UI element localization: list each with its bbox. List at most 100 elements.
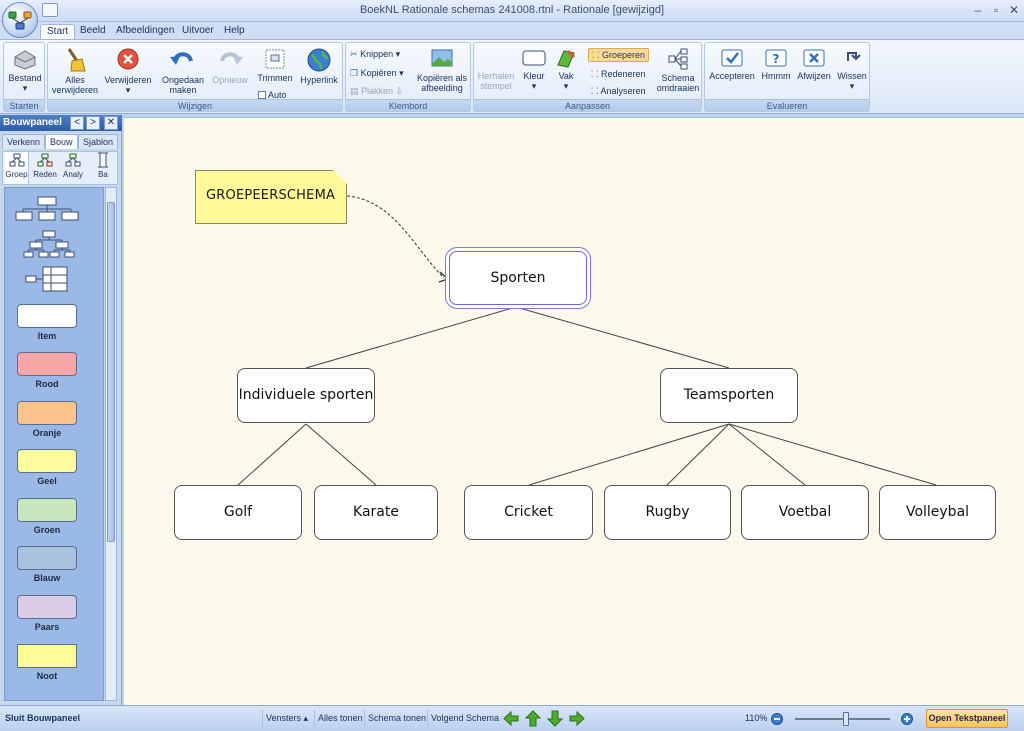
opnieuw-button[interactable]: Opnieuw bbox=[210, 47, 250, 85]
wissen-button[interactable]: Wissen▾ bbox=[835, 47, 869, 91]
bouw-items-list: Item Rood Oranje Geel Groen Blauw Paars … bbox=[4, 187, 104, 701]
swatch-groen[interactable] bbox=[17, 498, 77, 522]
zoom-level: 110% bbox=[745, 713, 768, 723]
redeneren-button[interactable]: ⸬ Redeneren bbox=[591, 69, 646, 79]
swatch-label-groen: Groen bbox=[33, 525, 61, 535]
plakken-button[interactable]: ▤ Plakken ⇩ bbox=[350, 86, 404, 96]
tab-sjablonen[interactable]: Sjablon bbox=[78, 134, 119, 149]
tab-beeld[interactable]: Beeld bbox=[80, 25, 106, 36]
vensters-button[interactable]: Vensters ▴ bbox=[262, 710, 311, 727]
checkbox-icon bbox=[258, 91, 266, 99]
panel-close-button[interactable]: ✕ bbox=[104, 116, 118, 130]
swatch-paars[interactable] bbox=[17, 595, 77, 619]
arrow-left-icon[interactable] bbox=[502, 710, 520, 727]
template-group-wide-icon[interactable] bbox=[15, 196, 79, 222]
restore-button[interactable]: ▫ bbox=[993, 3, 999, 17]
panel-prev-button[interactable]: < bbox=[70, 116, 84, 130]
node-sporten[interactable]: Sporten bbox=[449, 251, 587, 305]
group-starten: Bestand▾ Starten bbox=[3, 42, 45, 112]
kleur-button[interactable]: Kleur▾ bbox=[519, 47, 549, 91]
subtab-redeneren[interactable]: Reden bbox=[33, 152, 57, 184]
vak-button[interactable]: Vak▾ bbox=[551, 47, 581, 91]
swatch-item[interactable] bbox=[17, 304, 77, 328]
app-menu-button[interactable] bbox=[2, 2, 38, 38]
template-group-horizontal-icon[interactable] bbox=[25, 266, 69, 292]
volgend-schema-button[interactable]: Volgend Schema bbox=[427, 710, 502, 727]
zoom-out-icon[interactable] bbox=[771, 713, 783, 725]
note-text: GROEPEERSCHEMA bbox=[206, 188, 336, 203]
tab-verkennen[interactable]: Verkenn bbox=[2, 134, 46, 149]
alles-tonen-button[interactable]: Alles tonen bbox=[314, 710, 366, 727]
schema-tonen-button[interactable]: Schema tonen bbox=[364, 710, 429, 727]
chevron-up-icon: ▴ bbox=[303, 713, 309, 723]
diagram-canvas[interactable]: GROEPEERSCHEMA Sporten Individuele sport… bbox=[124, 117, 1024, 705]
node-golf[interactable]: Golf bbox=[174, 485, 302, 540]
arrow-up-icon[interactable] bbox=[524, 710, 542, 727]
node-volleybal[interactable]: Volleybal bbox=[879, 485, 996, 540]
tab-bouw[interactable]: Bouw bbox=[45, 134, 78, 149]
trimmen-button[interactable]: Trimmen bbox=[254, 47, 296, 83]
node-individuele-sporten[interactable]: Individuele sporten bbox=[237, 368, 375, 423]
groeperen-button[interactable]: ⸬ Groeperen bbox=[588, 48, 650, 62]
verwijderen-button[interactable]: Verwijderen▾ bbox=[103, 47, 153, 95]
tab-start[interactable]: Start bbox=[40, 24, 76, 39]
analyze-icon bbox=[65, 153, 81, 167]
open-tekstpaneel-button[interactable]: Open Tekstpaneel bbox=[926, 709, 1008, 728]
note-groepeerschema[interactable]: GROEPEERSCHEMA bbox=[195, 170, 347, 224]
minimize-button[interactable]: – bbox=[974, 3, 982, 17]
quick-access-button[interactable] bbox=[42, 3, 58, 17]
node-teamsporten[interactable]: Teamsporten bbox=[660, 368, 798, 423]
auto-checkbox[interactable]: Auto bbox=[258, 89, 287, 101]
panel-scrollbar-thumb[interactable] bbox=[107, 202, 115, 542]
node-karate[interactable]: Karate bbox=[314, 485, 438, 540]
swatch-label-item: Item bbox=[37, 331, 57, 341]
swatch-noot[interactable] bbox=[17, 644, 77, 668]
node-voetbal[interactable]: Voetbal bbox=[741, 485, 869, 540]
zoom-in-icon[interactable] bbox=[901, 713, 913, 725]
subtab-groeperen[interactable]: Groep bbox=[5, 152, 29, 184]
tab-uitvoer[interactable]: Uitvoer bbox=[182, 25, 214, 36]
sluit-bouwpaneel-button[interactable]: Sluit Bouwpaneel bbox=[5, 713, 81, 723]
tab-afbeeldingen[interactable]: Afbeeldingen bbox=[116, 25, 175, 36]
hyperlink-button[interactable]: Hyperlink bbox=[298, 47, 340, 85]
node-rugby[interactable]: Rugby bbox=[604, 485, 731, 540]
accepteren-button[interactable]: Accepteren bbox=[708, 47, 756, 81]
knippen-button[interactable]: ✂ Knippen ▾ bbox=[350, 49, 401, 59]
node-cricket[interactable]: Cricket bbox=[464, 485, 593, 540]
subtab-basis[interactable]: Ba bbox=[91, 152, 115, 184]
arrow-down-icon[interactable] bbox=[546, 710, 564, 727]
close-button[interactable]: ✕ bbox=[1008, 3, 1020, 17]
panel-scrollbar[interactable] bbox=[105, 187, 117, 701]
group-label-aanpassen: Aanpassen bbox=[474, 99, 701, 111]
group-icon bbox=[9, 153, 24, 167]
bouwpaneel-title: Bouwpaneel bbox=[3, 117, 62, 128]
arrow-right-icon[interactable] bbox=[568, 710, 586, 727]
swatch-blauw[interactable] bbox=[17, 546, 77, 570]
zoom-slider-thumb[interactable] bbox=[843, 712, 849, 726]
afwijzen-button[interactable]: Afwijzen bbox=[795, 47, 833, 81]
copy-icon: ❐ bbox=[350, 68, 359, 78]
zoom-slider-track[interactable] bbox=[795, 718, 890, 720]
hmmm-button[interactable]: ? Hmmm bbox=[759, 47, 793, 81]
swatch-rood[interactable] bbox=[17, 352, 77, 376]
subtab-analyseren[interactable]: Analy bbox=[61, 152, 85, 184]
tab-help[interactable]: Help bbox=[224, 25, 245, 36]
analyseren-button[interactable]: ⸬ Analyseren bbox=[591, 86, 646, 96]
reason-icon bbox=[37, 153, 53, 167]
kopieren-button[interactable]: ❐ Kopiëren ▾ bbox=[350, 68, 404, 78]
eraser-icon bbox=[847, 52, 861, 61]
swatch-geel[interactable] bbox=[17, 449, 77, 473]
template-group-tree-icon[interactable] bbox=[23, 230, 75, 258]
swatch-oranje[interactable] bbox=[17, 401, 77, 425]
status-bar: Sluit Bouwpaneel Vensters ▴ Alles tonen … bbox=[0, 705, 1024, 731]
chevron-down-icon: ▾ bbox=[22, 83, 28, 93]
bestand-button[interactable]: Bestand▾ bbox=[7, 47, 43, 93]
panel-next-button[interactable]: > bbox=[86, 116, 100, 130]
reason-icon: ⸬ bbox=[591, 69, 599, 79]
